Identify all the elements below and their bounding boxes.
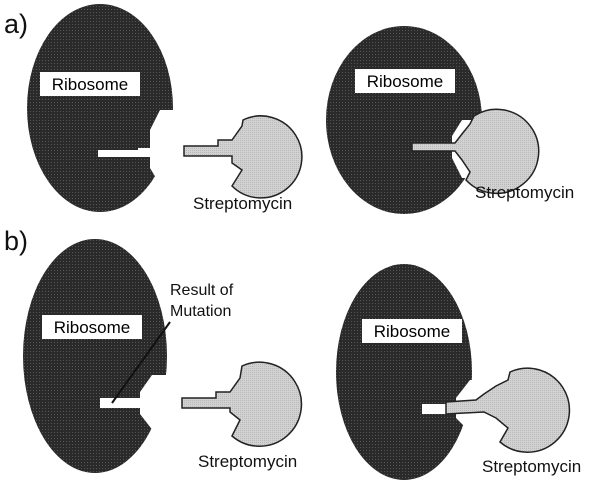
ribosome-label-a-left: Ribosome	[40, 72, 140, 96]
mutation-site-b-right	[422, 404, 438, 414]
streptomycin-b-left	[182, 362, 301, 446]
streptomycin-label-a-right: Streptomycin	[475, 183, 574, 202]
svg-text:Ribosome: Ribosome	[54, 318, 131, 337]
streptomycin-a-left	[184, 116, 302, 198]
streptomycin-label-b-right: Streptomycin	[482, 457, 581, 476]
panel-label-a: a)	[4, 9, 28, 39]
mutation-label-line1: Result of	[170, 282, 234, 299]
svg-text:Ribosome: Ribosome	[374, 322, 451, 341]
panel-label-b: b)	[4, 226, 28, 256]
ribosome-label-b-right: Ribosome	[362, 319, 462, 343]
mutation-label-line2: Mutation	[170, 303, 231, 320]
streptomycin-label-a-left: Streptomycin	[193, 194, 292, 213]
streptomycin-label-b-left: Streptomycin	[198, 452, 297, 471]
ribosome-label-a-right: Ribosome	[355, 69, 455, 93]
mutation-site-b-left	[100, 398, 114, 408]
ribosome-a-left	[27, 4, 173, 212]
ribosome-label-b-left: Ribosome	[42, 315, 142, 339]
svg-text:Ribosome: Ribosome	[52, 75, 129, 94]
ribosome-b-right	[336, 264, 472, 480]
svg-text:Ribosome: Ribosome	[367, 72, 444, 91]
ribosome-a-right	[326, 26, 482, 214]
